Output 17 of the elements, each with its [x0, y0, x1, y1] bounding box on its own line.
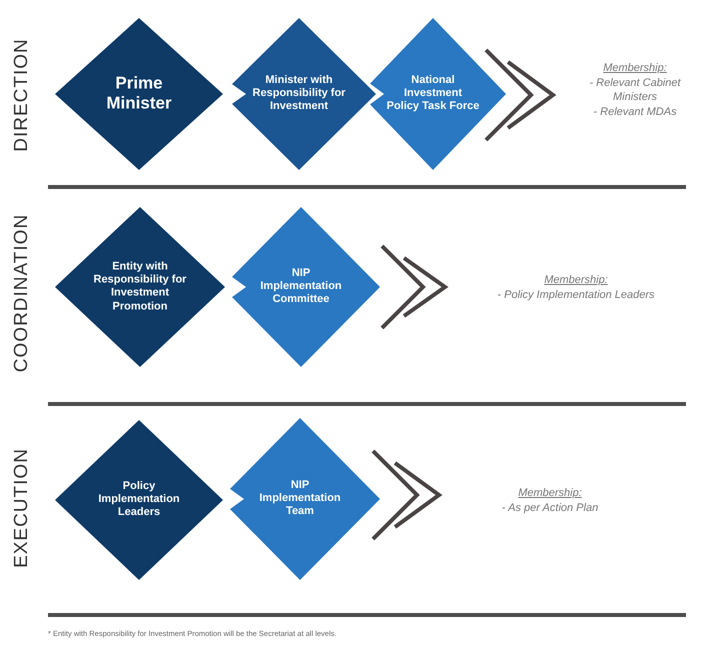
membership-item: - Policy Implementation Leaders: [497, 289, 655, 303]
role-title: Minister with Responsibility for Investment: [252, 74, 346, 114]
membership-heading: Membership:: [603, 62, 667, 76]
membership-item: - Relevant Cabinet Ministers: [588, 77, 682, 104]
section-label: EXECUTION: [11, 448, 33, 568]
role-title: NIP Implementation Team: [258, 479, 342, 519]
membership-heading: Membership:: [518, 487, 582, 501]
role-title: Prime Minister: [105, 74, 173, 114]
section-label: COORDINATION: [11, 214, 33, 372]
membership-item: - Relevant MDAs: [593, 106, 677, 120]
membership-item: - As per Action Plan: [502, 502, 598, 516]
membership-heading: Membership:: [544, 274, 608, 288]
role-title: NIP Implementation Committee: [259, 267, 343, 307]
role-title: Policy Implementation Leaders: [97, 480, 181, 520]
role-title: National Investment Policy Task Force: [386, 74, 480, 114]
section-label: DIRECTION: [11, 38, 33, 152]
role-title: Entity with Responsibility for Investment Promotion: [92, 260, 188, 314]
